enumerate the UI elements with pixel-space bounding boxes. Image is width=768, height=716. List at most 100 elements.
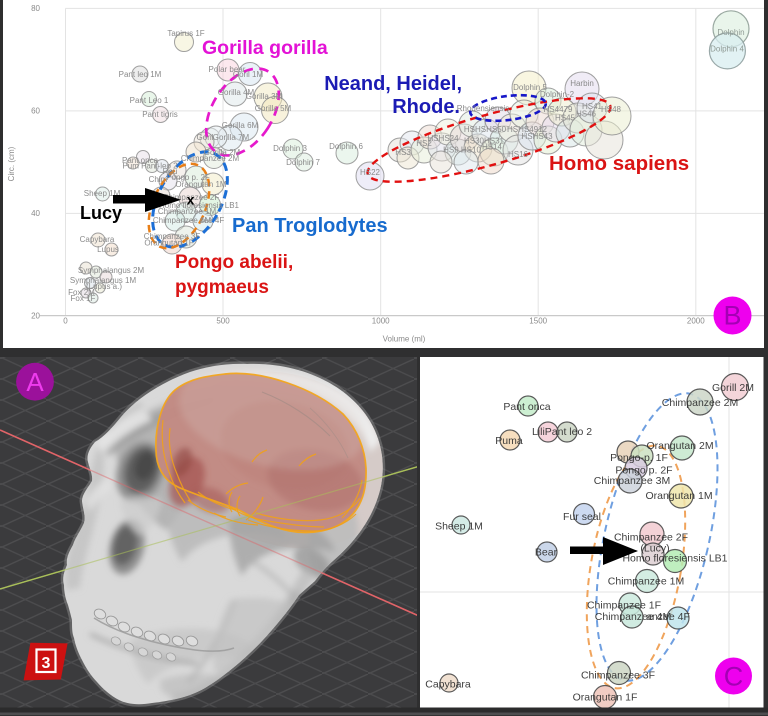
svg-text:(Lupus a.): (Lupus a.) [86, 282, 122, 291]
svg-text:A: A [26, 367, 44, 397]
svg-text:anzee 4F: anzee 4F [646, 611, 690, 623]
svg-text:Orangutan 1M: Orangutan 1M [645, 490, 712, 502]
svg-text:Fox 1F: Fox 1F [71, 294, 96, 303]
svg-text:HS2: HS2 [416, 139, 432, 148]
svg-text:Symphalangus 2M: Symphalangus 2M [78, 266, 145, 275]
svg-text:Dolphin: Dolphin [717, 28, 744, 37]
svg-text:Goril: Goril [197, 133, 214, 142]
svg-text:Chimpanzee 2M: Chimpanzee 2M [181, 154, 240, 163]
svg-text:HS4479: HS4479 [544, 105, 573, 114]
svg-text:Pant leo 1M: Pant leo 1M [119, 70, 162, 79]
svg-text:HS30HS31: HS30HS31 [464, 137, 505, 146]
svg-text:HSHSHS50: HSHSHS50 [464, 125, 507, 134]
svg-text:Homo sapiens: Homo sapiens [549, 152, 689, 175]
svg-text:pygmaeus: pygmaeus [175, 277, 269, 298]
svg-text:Orangutan 1F: Orangutan 1F [573, 692, 638, 704]
svg-text:HS48: HS48 [601, 105, 622, 114]
svg-text:HSHS4912: HSHS4912 [507, 125, 548, 134]
svg-text:Orangutan 1F: Orangutan 1F [144, 239, 193, 248]
svg-text:C: C [724, 662, 744, 692]
svg-text:zee 4F: zee 4F [200, 216, 225, 225]
svg-text:Orangutan 1M: Orangutan 1M [175, 180, 226, 189]
svg-text:Rhode.: Rhode. [392, 96, 460, 118]
svg-text:Homo floresiensis LB1: Homo floresiensis LB1 [622, 553, 727, 565]
svg-text:Pongo abelii,: Pongo abelii, [175, 252, 293, 273]
svg-text:Bear: Bear [535, 547, 558, 559]
svg-text:Pum Pant-leo 2: Pum Pant-leo 2 [122, 162, 178, 171]
svg-text:Chimpanzee 4M: Chimpanzee 4M [595, 611, 671, 623]
svg-text:Tapirus 1F: Tapirus 1F [167, 29, 204, 38]
svg-text:HSHS43: HSHS43 [521, 132, 553, 141]
svg-text:HS14: HS14 [482, 143, 503, 152]
svg-text:Harbin: Harbin [570, 79, 594, 88]
svg-text:Symphalangus 1M: Symphalangus 1M [70, 276, 137, 285]
svg-text:HSHS24: HSHS24 [427, 134, 459, 143]
svg-text:Gorilla 6M: Gorilla 6M [222, 121, 259, 130]
svg-text:LiliPant leo 2: LiliPant leo 2 [532, 426, 592, 438]
svg-text:0: 0 [63, 317, 68, 326]
svg-text:Capybara: Capybara [80, 235, 115, 244]
svg-text:Sheep 1M: Sheep 1M [435, 521, 483, 533]
svg-text:Lupus: Lupus [97, 245, 119, 254]
svg-text:Pongo p. 2F: Pongo p. 2F [615, 465, 672, 477]
svg-text:Chimpanzee 3F: Chimpanzee 3F [581, 670, 655, 682]
svg-text:HS41: HS41 [582, 102, 603, 111]
svg-text:Chimpanzee 2F: Chimpanzee 2F [614, 532, 688, 544]
svg-text:Capybara: Capybara [425, 679, 471, 691]
svg-text:Goril 1M: Goril 1M [233, 70, 264, 79]
svg-text:Polar bear: Polar bear [209, 65, 246, 74]
svg-text:Chimpanzee 1F: Chimpanzee 1F [587, 600, 661, 612]
svg-text:HS9 HS10: HS9 HS10 [443, 146, 481, 155]
svg-text:Chimpanzee 1M: Chimpanzee 1M [608, 576, 684, 588]
svg-text:Dolphin-2: Dolphin-2 [540, 90, 575, 99]
svg-text:Pongo-p. 1F: Pongo-p. 1F [610, 452, 668, 464]
svg-text:Rhodensiensis: Rhodensiensis [457, 104, 509, 113]
svg-text:Chimpanzee 4M: Chimpanzee 4M [153, 216, 212, 225]
svg-text:Rou: Rou [163, 167, 178, 176]
svg-text:Orangutan 2M: Orangutan 2M [646, 440, 713, 452]
svg-text:HS22: HS22 [360, 168, 381, 177]
svg-text:HS46: HS46 [576, 110, 597, 119]
svg-text:Pan Troglodytes: Pan Troglodytes [232, 215, 388, 237]
svg-text:Fox 2M: Fox 2M [68, 288, 95, 297]
svg-text:(Lucy): (Lucy) [640, 543, 669, 555]
svg-text:Lucy: Lucy [80, 203, 122, 223]
svg-text:Chimpanzee 3M: Chimpanzee 3M [594, 475, 670, 487]
svg-text:20: 20 [31, 311, 40, 320]
svg-text:Dolphin 5: Dolphin 5 [513, 83, 547, 92]
svg-text:Gorilla 5M: Gorilla 5M [255, 104, 292, 113]
svg-text:Chim: Chim [149, 175, 168, 184]
svg-text:Pant Leo 1: Pant Leo 1 [130, 96, 169, 105]
svg-text:Dolphin 7: Dolphin 7 [286, 158, 320, 167]
svg-text:1000: 1000 [372, 317, 390, 326]
svg-text:60: 60 [31, 107, 40, 116]
svg-text:Chimpanzee 3F: Chimpanzee 3F [144, 232, 201, 241]
svg-text:Gorilla gorilla: Gorilla gorilla [202, 37, 328, 59]
svg-text:HS45: HS45 [555, 114, 576, 123]
svg-text:Volume (ml): Volume (ml) [383, 335, 426, 344]
svg-text:Dolphin 6: Dolphin 6 [329, 142, 363, 151]
svg-text:Gorill 2M: Gorill 2M [712, 382, 754, 394]
svg-text:2000: 2000 [687, 317, 705, 326]
svg-text:HS16: HS16 [508, 150, 529, 159]
svg-text:Chimpanzee 2F: Chimpanzee 2F [163, 193, 220, 202]
svg-text:Pongo p. 2F: Pongo p. 2F [166, 173, 210, 182]
svg-text:40: 40 [31, 209, 40, 218]
svg-text:Neand, Heidel,: Neand, Heidel, [324, 73, 462, 95]
svg-text:3: 3 [42, 655, 51, 672]
svg-text:Gorilla 2M: Gorilla 2M [204, 148, 241, 157]
svg-text:Puma: Puma [495, 435, 523, 447]
svg-text:Homo floresiensis LB1: Homo floresiensis LB1 [159, 201, 240, 210]
svg-text:B: B [723, 301, 741, 331]
svg-text:80: 80 [31, 4, 40, 13]
svg-text:1500: 1500 [529, 317, 547, 326]
svg-text:Sheep 1M: Sheep 1M [84, 189, 121, 198]
svg-text:x: x [187, 192, 195, 208]
svg-text:HS3: HS3 [395, 148, 411, 157]
svg-text:Dolphin 4: Dolphin 4 [710, 45, 744, 54]
svg-text:Pant onca: Pant onca [503, 401, 550, 413]
svg-text:Circ. (cm): Circ. (cm) [7, 146, 16, 181]
svg-text:Gorilla 3M: Gorilla 3M [246, 92, 283, 101]
svg-text:500: 500 [216, 317, 230, 326]
svg-text:Gorilla 4M: Gorilla 4M [218, 88, 255, 97]
